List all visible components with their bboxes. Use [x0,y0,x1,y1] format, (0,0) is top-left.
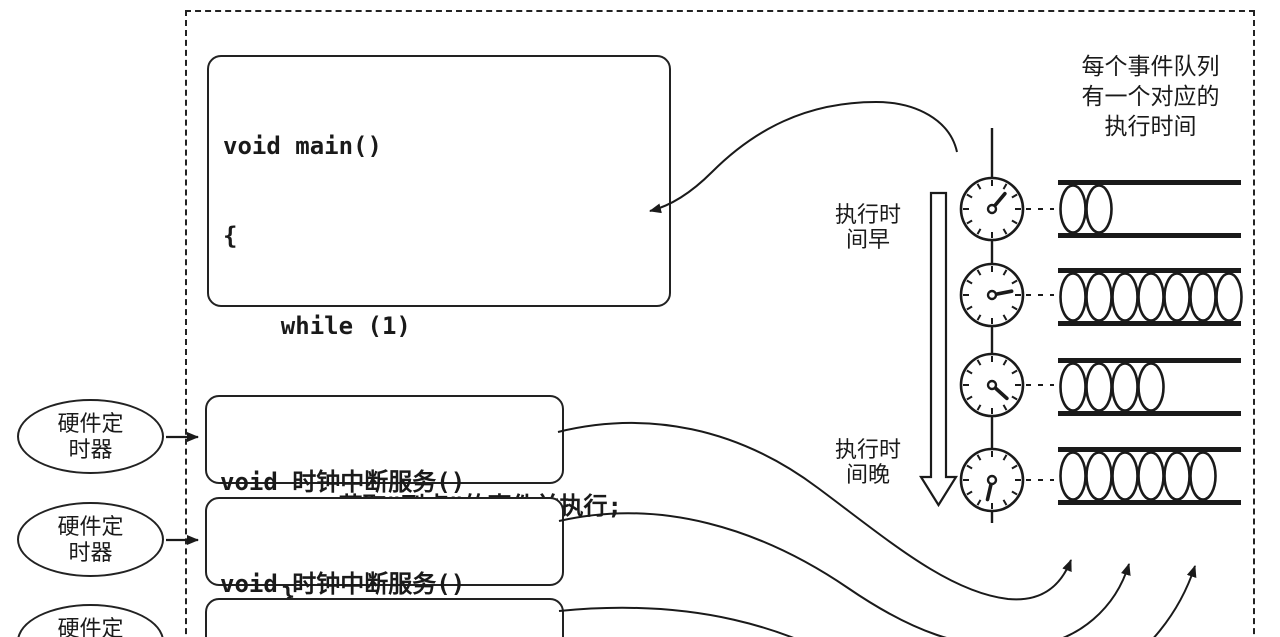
time-early-label: 执行时 间早 [834,202,901,252]
hardware-timer-label: 硬件定 [57,410,124,436]
hardware-timer-label: 时器 [68,539,113,565]
isr-code-box-3: void 时钟中断服务() { …… } [205,598,564,637]
queue-note: 每个事件队列 有一个对应的 执行时间 [1048,52,1253,142]
main-loop-code-box: void main() { while (1) { 获取"到点"的事件并执行; … [207,55,671,610]
time-late-label: 执行时 间晚 [834,437,901,487]
queue-note-line: 执行时间 [1104,114,1197,139]
dashed-boundary [185,10,1255,637]
code-line: while (1) [223,312,411,340]
code-line: void 时钟中断服务() [220,468,466,496]
hardware-timer-label: 硬件定 [57,513,124,539]
hardware-timer-2: 硬件定 时器 [17,502,164,577]
queue-note-line: 有一个对应的 [1081,84,1220,109]
code-line: void 时钟中断服务() [220,570,466,598]
hardware-timer-3: 硬件定 时器 [17,604,164,637]
hardware-timer-label: 硬件定 [57,615,124,637]
queue-note-line: 每个事件队列 [1081,54,1220,79]
isr-code-box-1: void 时钟中断服务() { …… } [205,395,564,586]
code-line: void main() [223,132,382,160]
isr-code-box-2: void 时钟中断服务() { …… } [205,497,564,598]
code-line: { [223,222,238,250]
hardware-timer-1: 硬件定 时器 [17,399,164,474]
hardware-timer-label: 时器 [68,436,113,462]
